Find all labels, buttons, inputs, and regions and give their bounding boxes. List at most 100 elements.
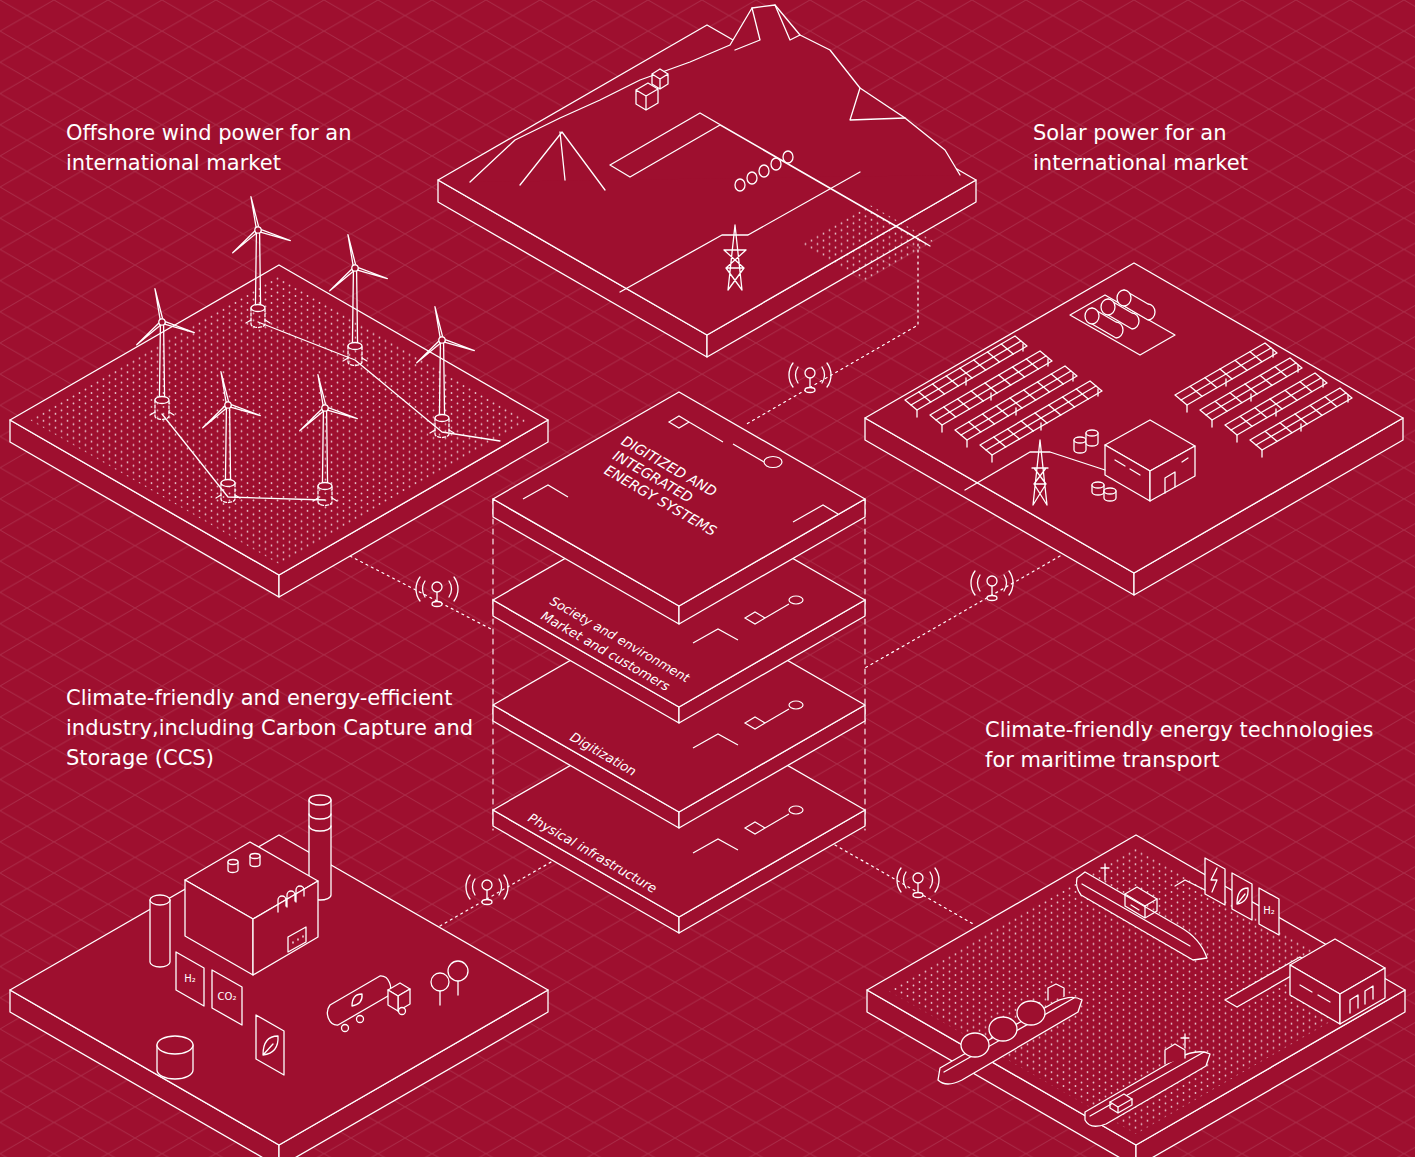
solar-tile bbox=[1117, 290, 1131, 306]
industry-tile bbox=[327, 976, 390, 1025]
maritime-tile bbox=[1211, 868, 1217, 892]
hydro-tile bbox=[771, 158, 781, 170]
solar-tile bbox=[1085, 308, 1099, 324]
hydro-tile bbox=[652, 69, 668, 89]
maritime-tile bbox=[1175, 880, 1205, 890]
antenna-symbols bbox=[897, 868, 939, 898]
hydro-tile bbox=[747, 172, 757, 184]
maritime-tile bbox=[1232, 873, 1252, 920]
lng-ship bbox=[961, 1033, 989, 1057]
circuit-marks bbox=[789, 701, 803, 709]
illustration-lines bbox=[10, 5, 1405, 1157]
solar-tile bbox=[1105, 445, 1150, 501]
wind-tile bbox=[416, 306, 475, 437]
ferry-ship bbox=[1101, 864, 1109, 880]
layer-plate-faces bbox=[493, 703, 865, 917]
hydro-tile bbox=[438, 5, 976, 357]
industry-tile bbox=[399, 1008, 406, 1015]
cargo-ship bbox=[1165, 1044, 1185, 1064]
industry-tile bbox=[185, 880, 253, 975]
industry-tile bbox=[150, 895, 170, 905]
link-lines bbox=[440, 854, 565, 926]
lng-ship bbox=[938, 997, 1082, 1084]
industry-tile bbox=[278, 886, 304, 912]
cargo-ship bbox=[1110, 1094, 1132, 1107]
chemical-label: CO₂ bbox=[218, 992, 237, 1002]
industry-tile bbox=[288, 927, 306, 952]
maritime-tile bbox=[1340, 968, 1385, 1024]
hydro-tile bbox=[759, 165, 769, 177]
caption-text: Climate-friendly energy technologies for… bbox=[985, 715, 1400, 775]
antenna-symbols bbox=[416, 577, 458, 607]
industry-tile bbox=[309, 795, 331, 805]
hydro-tile bbox=[636, 83, 658, 110]
industry-tile bbox=[10, 835, 548, 1145]
ferry-ship bbox=[1077, 864, 1208, 960]
solar-tile bbox=[865, 263, 1403, 595]
layer-plate-node: DIGITIZED AND INTEGRATED ENERGY SYSTEMS bbox=[492, 391, 866, 625]
solar-tile bbox=[1115, 458, 1188, 493]
industry-tile bbox=[357, 1016, 364, 1023]
industry-tile bbox=[448, 961, 468, 981]
industry-tile bbox=[431, 973, 449, 991]
solar-tile bbox=[1101, 299, 1115, 315]
wind-tile bbox=[10, 196, 548, 597]
wind-tile bbox=[30, 276, 528, 564]
wind-tile bbox=[136, 288, 195, 419]
circuit-marks bbox=[693, 814, 789, 853]
caption-text: Solar power for an international market bbox=[1033, 118, 1298, 178]
cargo-ship bbox=[1090, 1052, 1204, 1116]
maritime-tile bbox=[1259, 888, 1279, 935]
wind-tile bbox=[202, 371, 261, 502]
circuit-marks bbox=[789, 806, 803, 814]
industry-tile bbox=[250, 854, 260, 859]
antenna-symbols bbox=[971, 571, 1013, 601]
solar-tile bbox=[1086, 430, 1098, 436]
hydro-tile bbox=[783, 151, 793, 163]
circuit-marks bbox=[693, 709, 789, 748]
industry-tile bbox=[309, 814, 331, 831]
lng-ship bbox=[1017, 1001, 1045, 1025]
wind-tile bbox=[232, 196, 291, 327]
maritime-tile bbox=[1300, 985, 1373, 1013]
industry-tile bbox=[256, 1015, 284, 1075]
chemical-label: H₂ bbox=[1263, 906, 1275, 916]
industry-tile bbox=[263, 1036, 278, 1055]
circuit-marks bbox=[789, 596, 803, 604]
maritime-tile bbox=[1205, 858, 1225, 905]
solar-tile bbox=[1250, 388, 1352, 457]
industry-tile bbox=[293, 936, 303, 943]
solar-tile bbox=[865, 263, 1403, 573]
cargo-ship bbox=[1181, 1034, 1189, 1048]
ferry-ship bbox=[1125, 894, 1157, 918]
hydro-tile bbox=[800, 205, 935, 282]
wind-tile bbox=[329, 234, 388, 365]
circuit-marks bbox=[693, 806, 803, 853]
layer-plate-faces bbox=[493, 703, 865, 933]
ferry-ship bbox=[1077, 872, 1208, 960]
caption-text: Climate-friendly and energy-efficient in… bbox=[66, 683, 486, 773]
industry-tile bbox=[388, 990, 398, 1011]
wind-tile bbox=[10, 265, 548, 575]
industry-tile bbox=[10, 795, 548, 1157]
maritime-tile bbox=[867, 835, 1405, 1145]
industry-tile bbox=[212, 970, 242, 1025]
chemical-label: H₂ bbox=[184, 974, 196, 984]
solar-tile bbox=[1074, 437, 1086, 443]
hydro-tile bbox=[735, 179, 745, 191]
cargo-ship bbox=[1085, 1052, 1210, 1127]
cargo-ship bbox=[1110, 1099, 1132, 1113]
lng-ship bbox=[938, 984, 1082, 1084]
solar-tile bbox=[965, 440, 1105, 505]
antenna-symbols bbox=[466, 875, 508, 905]
maritime-tile bbox=[1290, 965, 1340, 1024]
wind-tile bbox=[299, 374, 358, 505]
cargo-ship bbox=[1085, 1034, 1210, 1126]
ferry-ship bbox=[1082, 884, 1190, 946]
lng-ship bbox=[1048, 984, 1064, 1000]
circuit-marks bbox=[693, 604, 789, 643]
industry-tile bbox=[253, 881, 318, 975]
